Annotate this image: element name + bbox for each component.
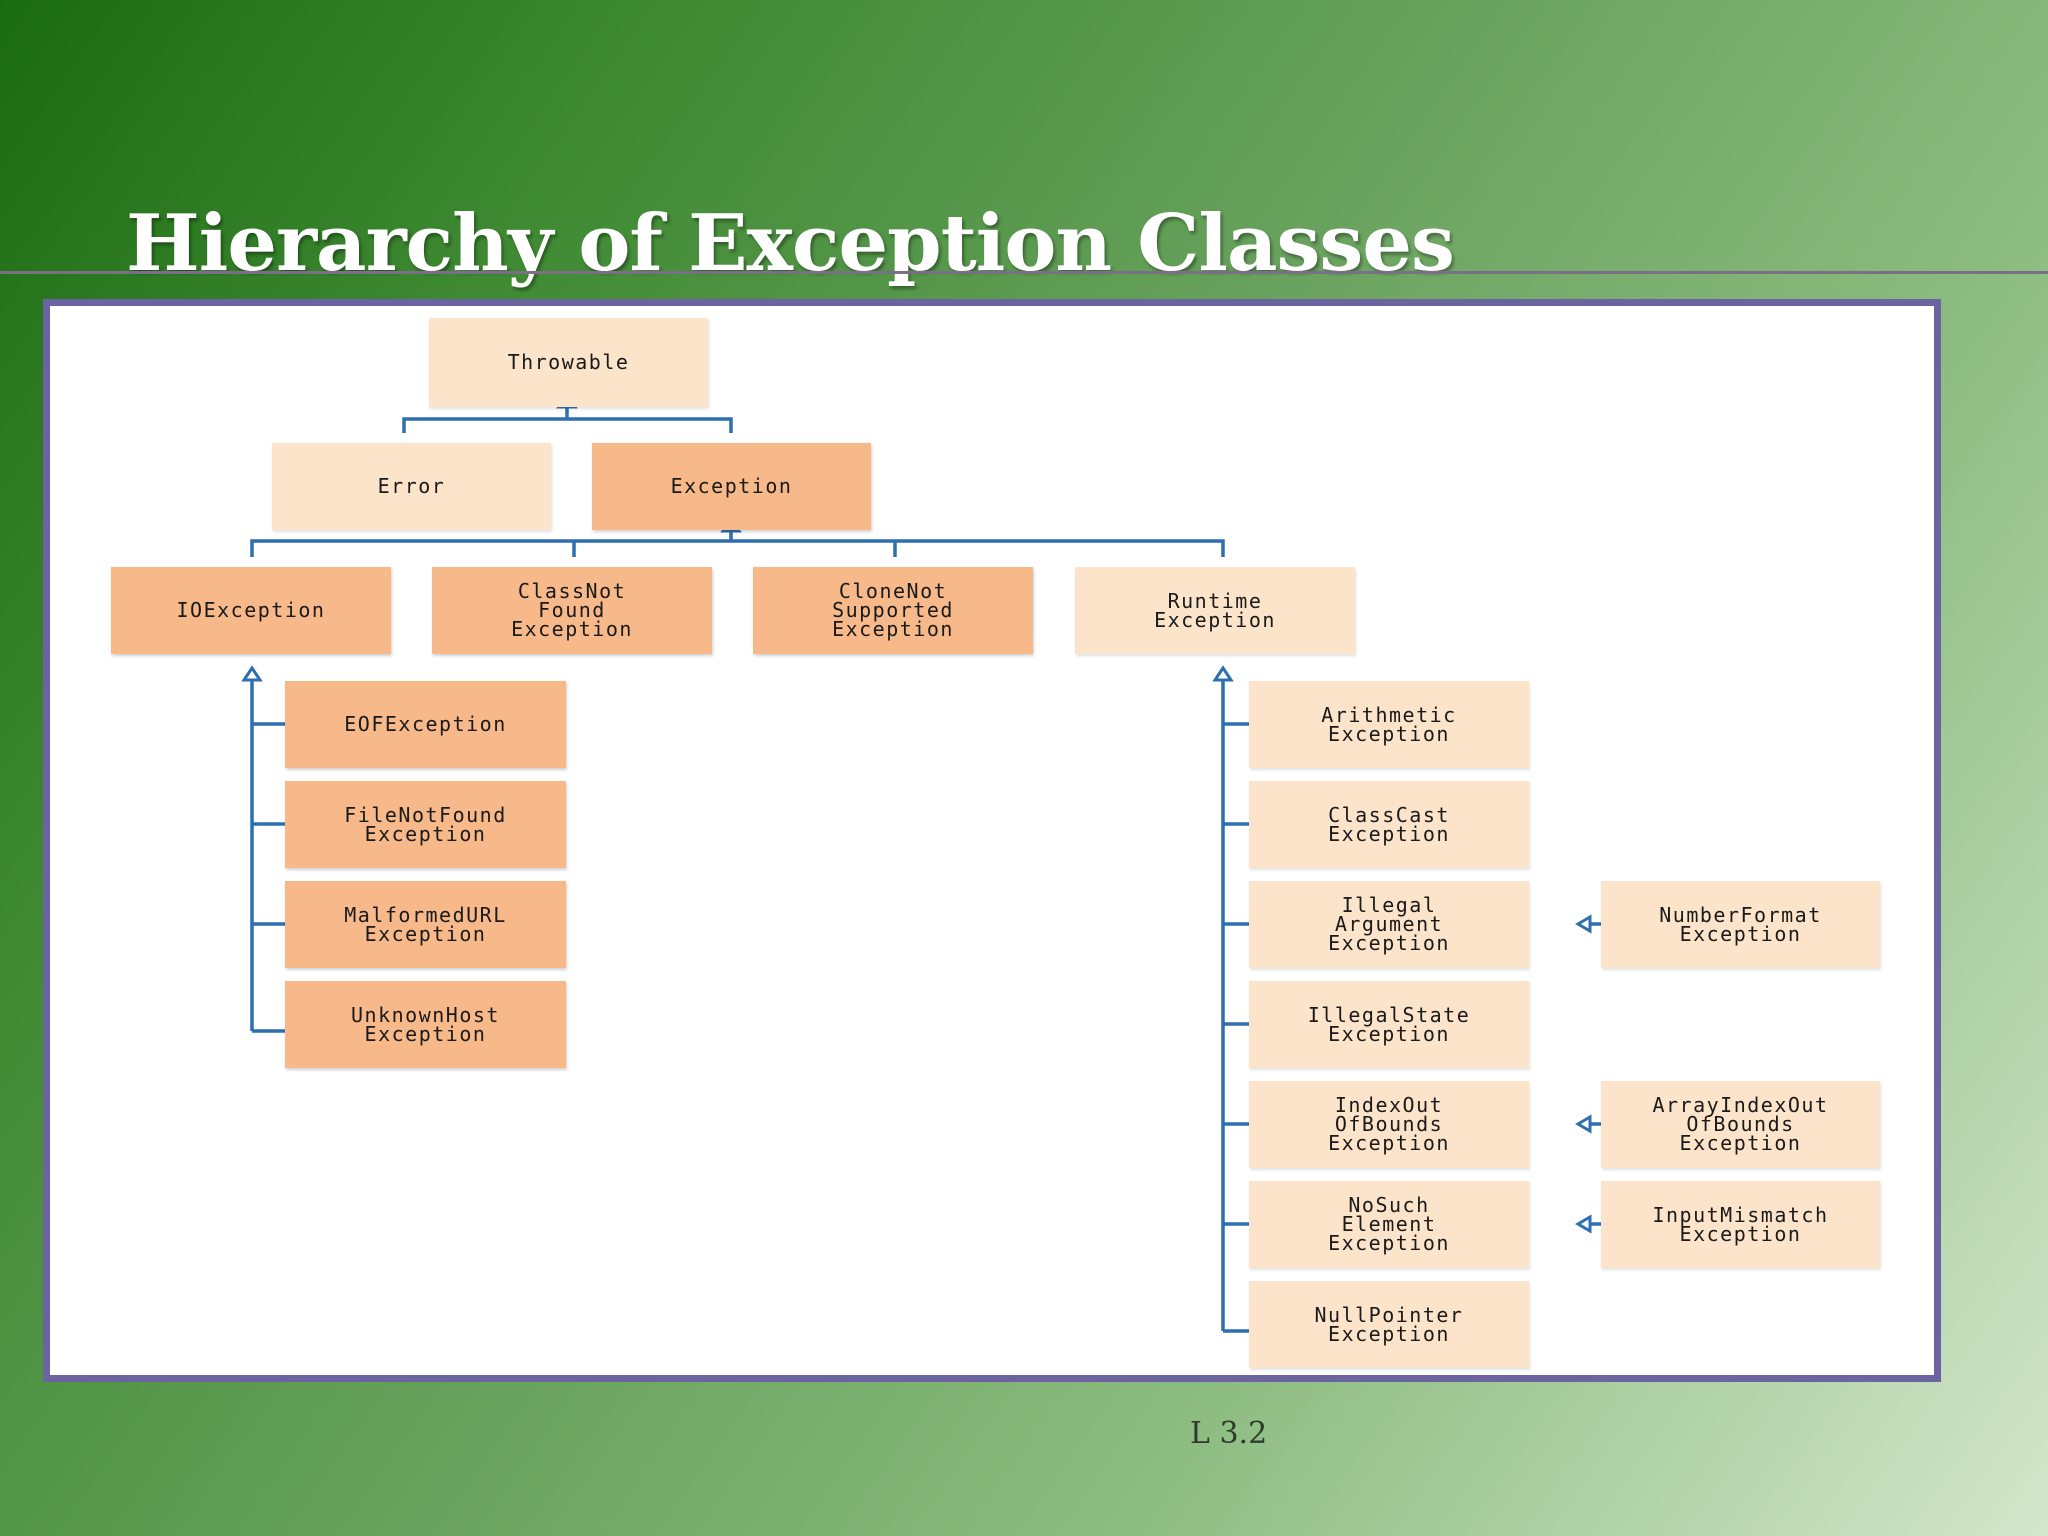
arrowhead-nosuchelement — [1575, 1214, 1592, 1234]
node-indexoutofbounds-exception: IndexOut OfBounds Exception — [1249, 1081, 1529, 1168]
connector-lines — [241, 392, 1601, 1333]
node-arithmetic-exception: Arithmetic Exception — [1249, 681, 1529, 768]
connector-exception — [250, 539, 1225, 557]
connector-runtime-branches — [1223, 722, 1257, 1333]
node-error: Error — [272, 443, 551, 530]
node-arrayindexoutofbounds-exception: ArrayIndexOut OfBounds Exception — [1601, 1081, 1880, 1168]
node-inputmismatch-exception: InputMismatch Exception — [1601, 1181, 1880, 1268]
node-clonenotsupported-exception: CloneNot Supported Exception — [753, 567, 1033, 654]
node-illegalargument-exception: Illegal Argument Exception — [1249, 881, 1529, 968]
slide-title: Hierarchy of Exception Classes — [126, 198, 1455, 289]
node-eof-exception: EOFException — [285, 681, 566, 768]
node-unknownhost-exception: UnknownHost Exception — [285, 981, 566, 1068]
slide-number: L 3.2 — [1190, 1416, 1268, 1451]
node-classnotfound-exception: ClassNot Found Exception — [432, 567, 712, 654]
connector-ioexception-branches — [252, 722, 290, 1033]
arrowhead-ioexception — [241, 665, 263, 682]
node-filenotfound-exception: FileNotFound Exception — [285, 781, 566, 868]
node-numberformat-exception: NumberFormat Exception — [1601, 881, 1880, 968]
node-ioexception: IOException — [111, 567, 391, 654]
node-throwable: Throwable — [429, 318, 708, 407]
node-illegalstate-exception: IllegalState Exception — [1249, 981, 1529, 1068]
diagram-panel: Throwable Error Exception IOException Cl… — [43, 299, 1941, 1382]
arrowhead-indexoutofbounds — [1575, 1114, 1592, 1134]
title-divider — [0, 271, 2048, 274]
node-runtime-exception: Runtime Exception — [1075, 567, 1355, 654]
node-nullpointer-exception: NullPointer Exception — [1249, 1281, 1529, 1368]
node-malformedurl-exception: MalformedURL Exception — [285, 881, 566, 968]
node-exception: Exception — [592, 443, 871, 530]
arrowhead-runtime — [1212, 665, 1234, 682]
connector-throwable — [402, 417, 733, 433]
node-classcast-exception: ClassCast Exception — [1249, 781, 1529, 868]
arrowhead-illegalargument — [1575, 914, 1592, 934]
node-nosuchelement-exception: NoSuch Element Exception — [1249, 1181, 1529, 1268]
